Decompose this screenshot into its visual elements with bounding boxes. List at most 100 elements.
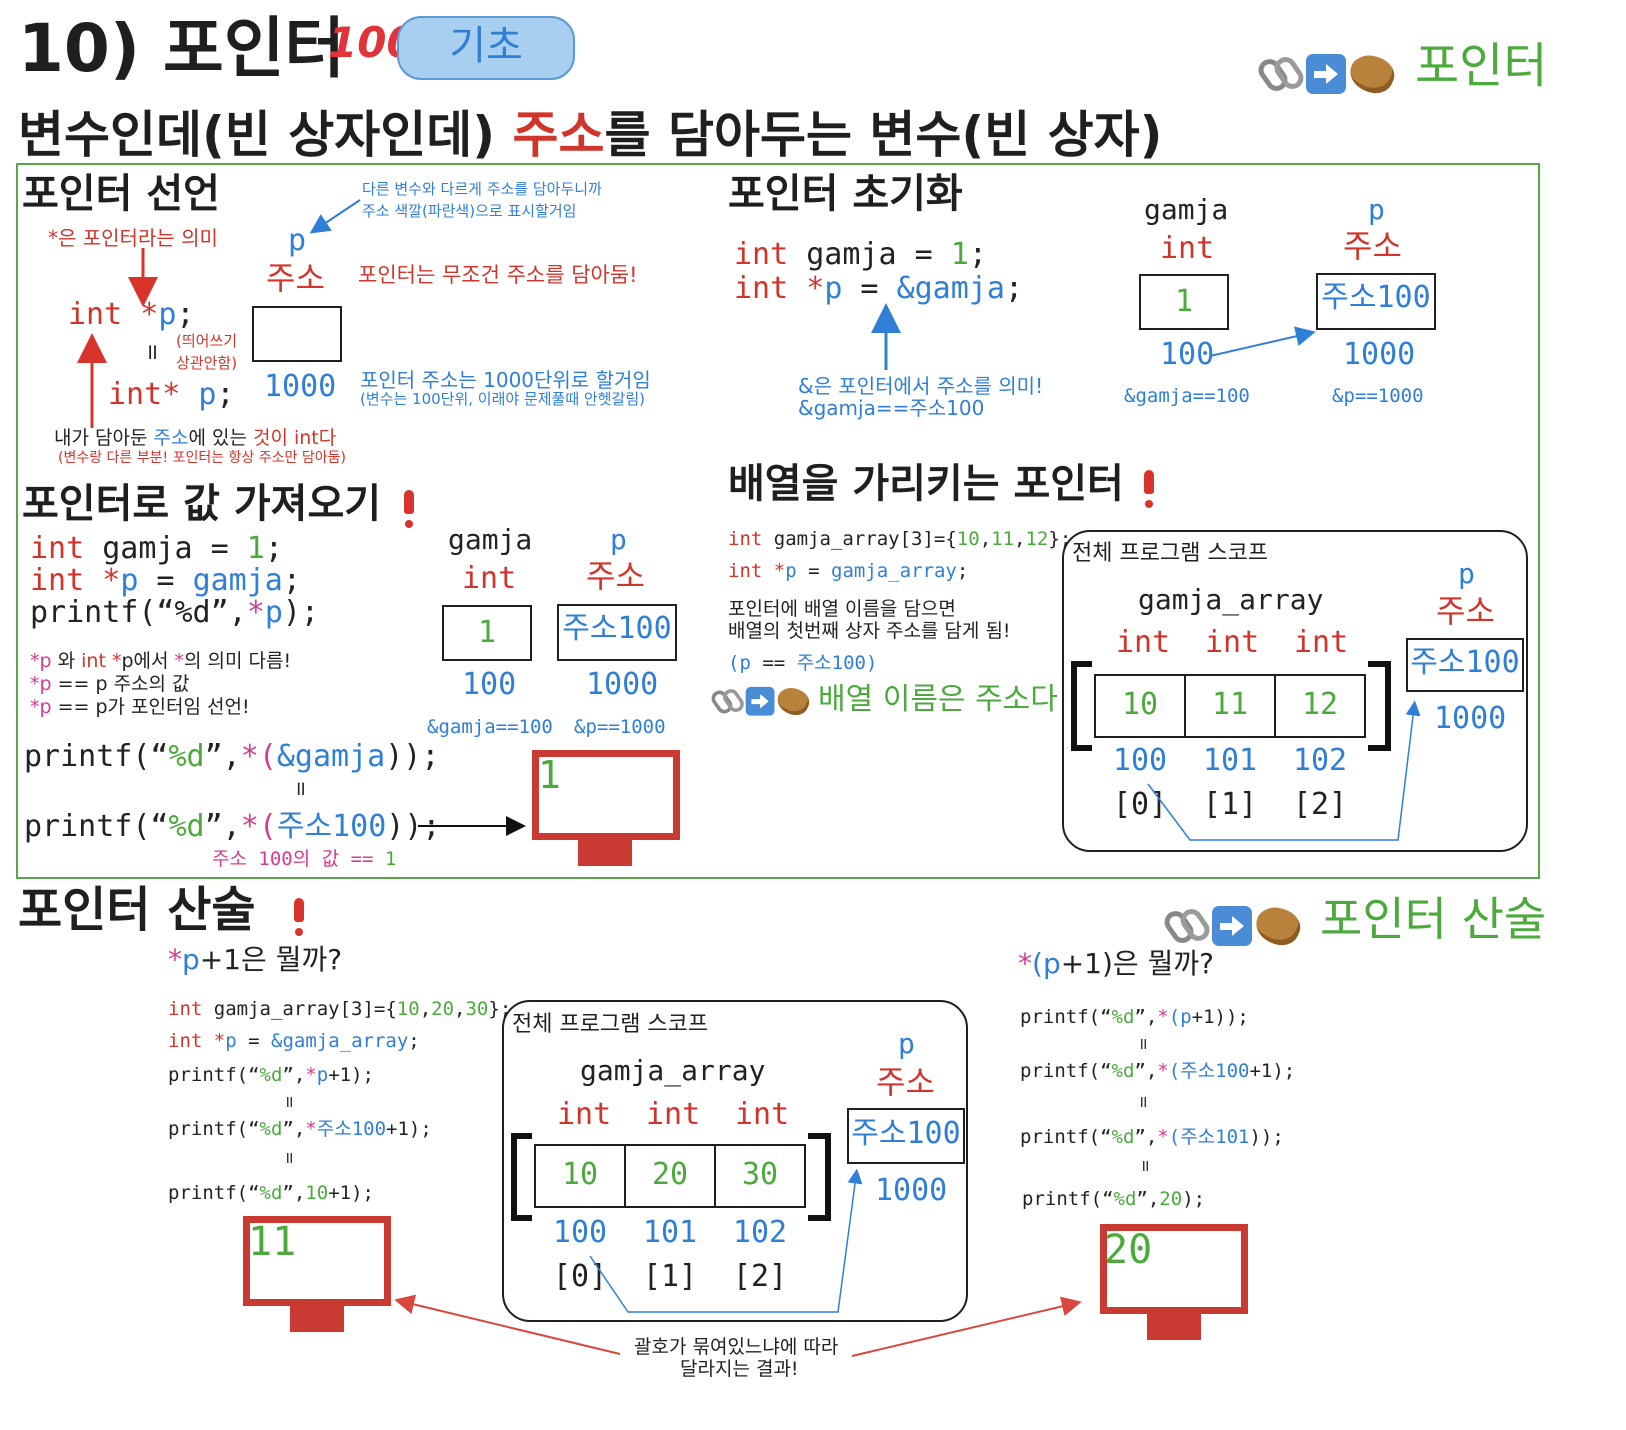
array-note-2: 배열의 첫번째 상자 주소를 담게 됨!: [728, 620, 1011, 642]
array-name: gamja_array: [1138, 583, 1324, 616]
arith-link-emoji-icon: [1160, 900, 1308, 952]
array-ptr-address: 1000: [1434, 701, 1507, 736]
array-addr-2: 102: [1292, 743, 1348, 778]
deref-var-name: gamja: [448, 523, 533, 556]
deref-equals-mark: ॥: [294, 776, 306, 800]
deref-result-note: 주소 100의 값 == 1: [212, 848, 397, 870]
deref-ptr-name: p: [610, 523, 627, 556]
deref-code-2: int *p = gamja;: [30, 563, 301, 598]
array-link-emoji-icon: [708, 682, 814, 720]
init-var-value: 1: [1174, 284, 1194, 319]
page-subtitle: 변수인데(빈 상자인데) 주소를 담아두는 변수(빈 상자): [18, 106, 1163, 164]
arith-left-code-1: int gamja_array[3]={10,20,30};: [168, 998, 512, 1020]
arith-index-2: [2]: [732, 1259, 788, 1294]
arith-type-1: int: [646, 1097, 701, 1132]
array-name-is-address-link[interactable]: 배열 이름은 주소다: [818, 682, 1058, 717]
arith-scope-label: 전체 프로그램 스코프: [512, 1012, 709, 1037]
deref-var-type: int: [462, 561, 517, 596]
array-code-2: int *p = gamja_array;: [728, 560, 969, 582]
deref-heading: 포인터로 값 가져오기: [22, 481, 382, 527]
arith-ptr-type: 주소: [876, 1063, 935, 1101]
deref-ptr-box: [557, 604, 677, 661]
declare-code-2: int* p;: [108, 377, 235, 412]
array-note-3: (p == 주소100): [728, 652, 878, 674]
array-code-1: int gamja_array[3]={10,11,12};: [728, 528, 1072, 550]
array-addr-1: 101: [1202, 743, 1258, 778]
level-badge: [397, 16, 575, 80]
init-var-box: [1139, 274, 1229, 330]
topic-link[interactable]: 포인터: [1415, 38, 1548, 94]
deref-var-address: 100: [462, 667, 517, 702]
declare-pointer-box: [252, 306, 342, 362]
arith-left-question: *p+1은 뭘까?: [168, 943, 343, 976]
arith-ptr-name: p: [898, 1027, 915, 1060]
arith-index-0: [0]: [552, 1259, 608, 1294]
array-ptr-value: 주소100: [1410, 645, 1520, 680]
array-index-2: [2]: [1292, 787, 1348, 822]
declare-equals-mark: ॥: [145, 340, 159, 365]
arith-array-name: gamja_array: [580, 1054, 766, 1087]
array-value-2: 12: [1301, 687, 1339, 722]
arith-ptr-box: [847, 1108, 965, 1164]
deref-code-4: printf(“%d”,*(&gamja));: [24, 739, 440, 774]
declare-bottom-note-1: 내가 담아둔 주소에 있는 것이 int다: [54, 427, 337, 449]
init-var-ref: &gamja==100: [1124, 385, 1250, 407]
array-ptr-name: p: [1458, 557, 1475, 590]
arith-left-equals-1: ॥: [284, 1092, 294, 1111]
level-badge-label: 기초: [449, 23, 523, 69]
arith-left-code-3: printf(“%d”,*p+1);: [168, 1064, 374, 1086]
arith-bottom-note-2: 달라지는 결과!: [680, 1358, 799, 1380]
init-ptr-value: 주소100: [1321, 280, 1431, 315]
arith-heading: 포인터 산술: [18, 882, 256, 938]
declare-spacing-note-2: 상관안함): [176, 354, 238, 372]
deref-output-monitor: [532, 750, 680, 840]
arith-ptr-address: 1000: [875, 1173, 948, 1208]
arith-left-code-5: printf(“%d”,10+1);: [168, 1182, 374, 1204]
array-type-2: int: [1294, 625, 1349, 660]
declare-unit-note-1: 포인터 주소는 1000단위로 할거임: [360, 368, 651, 392]
deref-code-5: printf(“%d”,*(주소100));: [24, 809, 441, 844]
declare-bottom-note-2: (변수랑 다른 부분! 포인터는 항상 주소만 담아둠): [58, 450, 346, 466]
array-addr-0: 100: [1112, 743, 1168, 778]
deref-ptr-type: 주소: [586, 557, 645, 595]
init-ampersand-note-1: &은 포인터에서 주소를 의미!: [798, 374, 1044, 398]
init-ampersand-note-2: &gamja==주소100: [798, 396, 985, 420]
arith-right-monitor-stand: [1147, 1314, 1201, 1340]
arith-right-equals-2: ॥: [1138, 1092, 1148, 1111]
array-index-1: [1]: [1202, 787, 1258, 822]
init-var-name: gamja: [1144, 193, 1229, 226]
content-frame: [16, 163, 1540, 879]
array-ptr-type: 주소: [1436, 592, 1495, 630]
arith-addr-1: 101: [642, 1215, 698, 1250]
page-title: 10) 포인터: [18, 10, 346, 87]
arith-left-output-value: 11: [248, 1219, 297, 1265]
arith-ptr-value: 주소100: [851, 1116, 961, 1151]
arith-right-code-3: printf(“%d”,*(주소101));: [1020, 1126, 1284, 1148]
deref-var-box: [442, 605, 532, 661]
declare-p-label: p: [288, 223, 307, 258]
arith-right-code-1: printf(“%d”,*(p+1));: [1020, 1006, 1249, 1028]
deref-output-value: 1: [538, 753, 561, 797]
declare-spacing-note-1: (띄어쓰기: [176, 332, 238, 350]
declare-p-address: 1000: [264, 369, 337, 404]
deref-var-value: 1: [477, 615, 497, 650]
deref-note-3: *p == p가 포인터임 선언!: [30, 696, 250, 718]
array-index-0: [0]: [1112, 787, 1168, 822]
deref-ptr-value: 주소100: [562, 611, 672, 646]
topic-link-emoji-icon: [1254, 48, 1402, 100]
deref-ptr-address: 1000: [586, 667, 659, 702]
declare-heading: 포인터 선언: [22, 171, 220, 217]
deref-note-1: *p 와 int *p에서 *의 의미 다름!: [30, 650, 292, 672]
init-var-address: 100: [1160, 337, 1215, 372]
init-ptr-ref: &p==1000: [1332, 385, 1424, 407]
arith-right-question: *(p+1)은 뭘까?: [1018, 947, 1214, 980]
deref-var-ref: &gamja==100: [427, 716, 553, 738]
deref-code-3: printf(“%d”,*p);: [30, 595, 319, 630]
arith-index-1: [1]: [642, 1259, 698, 1294]
declare-addr-label: 주소: [266, 259, 325, 297]
declare-code-1: int *p;: [68, 297, 195, 332]
arith-type-2: int: [735, 1097, 790, 1132]
arith-link[interactable]: 포인터 산술: [1320, 892, 1547, 946]
deref-monitor-stand: [578, 840, 632, 866]
declare-unit-note-2: (변수는 100단위, 이래야 문제풀때 안헷갈림): [360, 390, 645, 408]
